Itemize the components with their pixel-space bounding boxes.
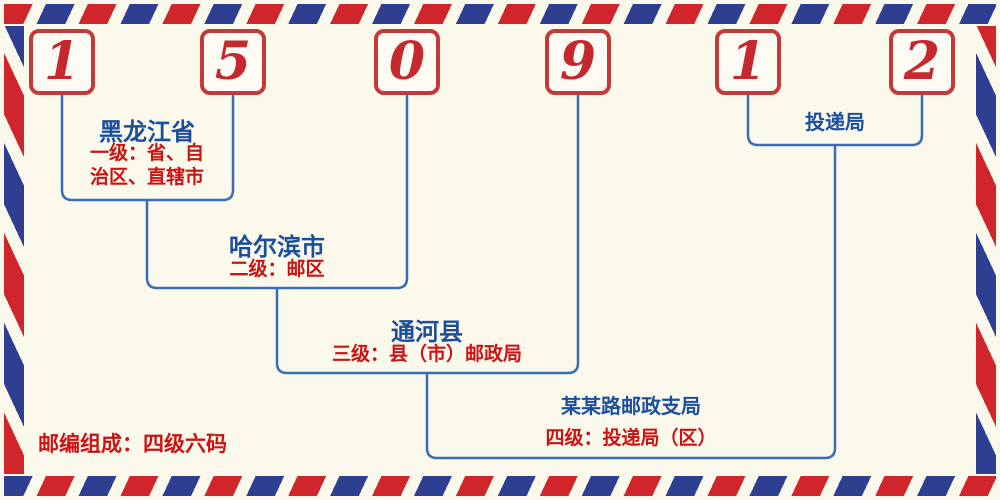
- connector-delivery: [746, 95, 924, 147]
- branch-office-label: 某某路邮政支局: [561, 394, 701, 418]
- envelope-border-right: [976, 26, 996, 474]
- level1-description-line2: 治区、直辖市: [89, 166, 205, 188]
- digit-box-3: 0: [374, 29, 440, 95]
- composition-note: 邮编组成：四级六码: [38, 432, 227, 456]
- connector-level4: [425, 145, 837, 460]
- level4-description: 四级：投递局（区）: [545, 427, 717, 449]
- level3-description: 三级：县（市）邮政局: [331, 343, 523, 365]
- digit-1: 1: [43, 31, 81, 92]
- level2-description: 二级：邮区: [229, 258, 325, 280]
- level1-description: 一级：省、自 治区、直辖市: [90, 141, 204, 189]
- digit-box-1: 1: [29, 29, 95, 95]
- city-label: 哈尔滨市: [229, 233, 325, 261]
- delivery-office-label: 投递局: [805, 110, 865, 134]
- level1-description-line1: 一级：省、自: [89, 142, 205, 164]
- digit-4: 9: [559, 31, 597, 92]
- county-label: 通河县: [391, 318, 463, 346]
- digit-2: 5: [214, 31, 252, 92]
- digit-box-6: 2: [889, 29, 955, 95]
- envelope-border-left: [4, 26, 24, 474]
- envelope-border-bottom: [4, 476, 996, 496]
- digit-5: 1: [729, 31, 767, 92]
- digit-6: 2: [903, 31, 941, 92]
- digit-3: 0: [388, 31, 426, 92]
- digit-box-4: 9: [545, 29, 611, 95]
- digit-box-2: 5: [200, 29, 266, 95]
- province-label: 黑龙江省: [99, 118, 195, 146]
- digit-box-5: 1: [715, 29, 781, 95]
- envelope-border-top: [4, 4, 996, 24]
